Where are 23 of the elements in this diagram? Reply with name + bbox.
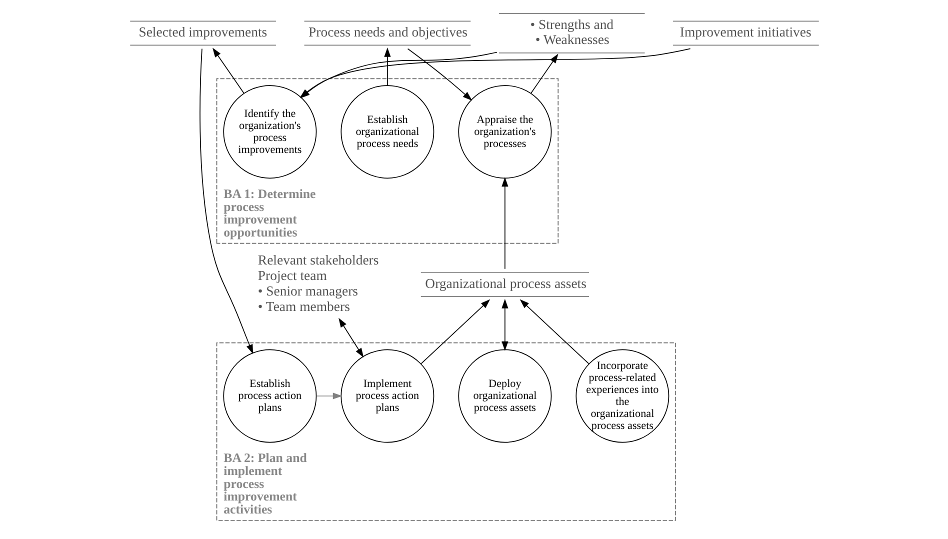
node-circle: Incorporate process-related experiences into the organizational process assets	[575, 349, 669, 443]
arrow	[199, 48, 253, 354]
node-text: • Strengths and • Weaknesses	[530, 16, 614, 48]
node-circle: Appraise the organization's processes	[458, 85, 552, 179]
node-circle: Implement process action plans	[340, 349, 434, 443]
arrow	[315, 392, 342, 400]
arrow	[406, 48, 472, 101]
node-text: Selected improvements	[138, 24, 267, 40]
node-text: Organizational process assets	[424, 276, 586, 291]
arrow	[212, 48, 244, 94]
node-circle: Identify the organization's process improvements	[222, 85, 316, 179]
arrow	[501, 298, 508, 351]
node-text: Relevant stakeholders Project team • Senior managers • Team members	[257, 252, 378, 314]
arrow	[384, 47, 390, 86]
node-circle: Establish organizational process needs	[340, 85, 434, 179]
arrow	[519, 299, 589, 364]
node-text: Improvement initiatives	[679, 24, 811, 40]
node-circle: Establish process action plans	[222, 349, 316, 443]
node-circle: Deploy organizational process assets	[458, 349, 552, 443]
arrow	[501, 177, 508, 270]
arrow	[338, 318, 364, 358]
node-text: Process needs and objectives	[308, 24, 467, 40]
arrow	[420, 299, 490, 364]
